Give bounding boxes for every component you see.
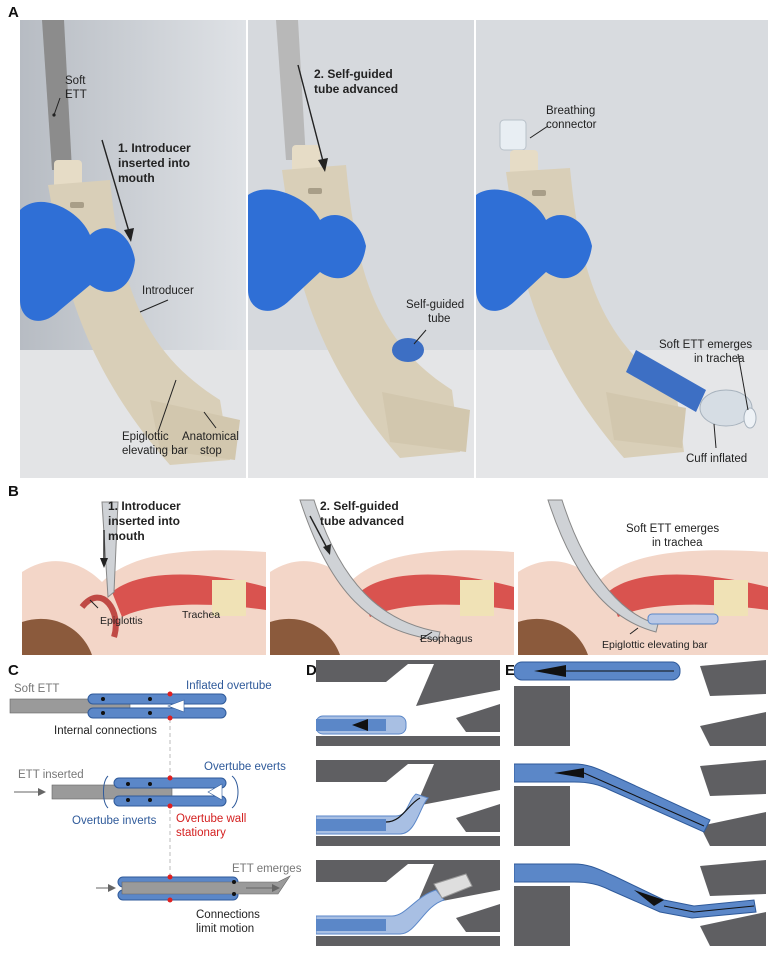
label-b1-step-line2: inserted into: [108, 514, 180, 528]
label-b1-step-line1: 1. Introducer: [108, 499, 181, 513]
label-step1-line2: inserted into: [118, 156, 190, 170]
e-frame-3: [514, 860, 766, 946]
label-soft-ett-line2: ETT: [65, 89, 87, 101]
panel-letter-e: E: [505, 662, 516, 679]
panel-letter-b: B: [8, 483, 19, 500]
illustration-tube-advanced: 2. Self-guided tube advanced Esophagus: [270, 492, 514, 655]
label-step1-line1: 1. Introducer: [118, 141, 191, 155]
label-step2-line1: 2. Self-guided: [314, 67, 393, 81]
label-esophagus: Esophagus: [420, 633, 473, 645]
label-cuff-inflated: Cuff inflated: [686, 453, 747, 465]
label-b2-step-line2: tube advanced: [320, 514, 404, 528]
illustration-ett-emerges: Soft ETT emerges in trachea Epiglottic e…: [518, 492, 768, 655]
label-c-internal-connections: Internal connections: [54, 725, 157, 737]
label-c-connections-line2: limit motion: [196, 923, 254, 935]
label-anatomical-line2: stop: [200, 445, 222, 457]
label-b3-emerges-line1: Soft ETT emerges: [626, 523, 719, 535]
diagram-d-sequence: [316, 660, 500, 950]
label-c-wall-line1: Overtube wall: [176, 813, 246, 825]
diagram-everting-overtube: Soft ETT Inflated overtube Internal conn…: [8, 672, 310, 954]
label-epiglottic-line2: elevating bar: [122, 445, 188, 457]
label-emerges-line1: Soft ETT emerges: [659, 339, 752, 351]
label-emerges-line2: in trachea: [694, 353, 745, 365]
label-anatomical-line1: Anatomical: [182, 431, 239, 443]
label-epiglottic-line1: Epiglottic: [122, 431, 169, 443]
panel-letter-a: A: [8, 4, 19, 21]
diagram-e-sequence: [514, 660, 766, 950]
label-self-guided-line2: tube: [428, 313, 450, 325]
d-frame-2: [316, 760, 500, 846]
label-b2-step-line1: 2. Self-guided: [320, 499, 399, 513]
photo-tube-advanced: 2. Self-guided tube advanced Self-guided…: [248, 20, 474, 478]
label-c-ett-inserted: ETT inserted: [18, 769, 84, 781]
label-b1-step-line3: mouth: [108, 529, 145, 543]
photo-introducer-inserted: Soft ETT 1. Introducer inserted into mou…: [20, 20, 246, 478]
panel-letter-d: D: [306, 662, 317, 679]
e-frame-2: [514, 760, 766, 846]
label-c-overtube-everts: Overtube everts: [204, 761, 286, 773]
label-b3-elevating-bar: Epiglottic elevating bar: [602, 639, 708, 651]
label-introducer: Introducer: [142, 285, 194, 297]
label-self-guided-line1: Self-guided: [406, 299, 464, 311]
label-c-soft-ett: Soft ETT: [14, 683, 59, 695]
panel-letter-c: C: [8, 662, 19, 679]
label-c-connections-line1: Connections: [196, 909, 260, 921]
e-frame-1: [514, 660, 766, 746]
label-b3-emerges-line2: in trachea: [652, 537, 703, 549]
label-step2-line2: tube advanced: [314, 82, 398, 96]
d-frame-3: [316, 860, 500, 946]
label-soft-ett-line1: Soft: [65, 75, 86, 87]
label-epiglottis: Epiglottis: [100, 615, 143, 627]
label-breathing-line2: connector: [546, 119, 597, 131]
label-step1-line3: mouth: [118, 171, 155, 185]
label-trachea: Trachea: [182, 609, 220, 621]
label-breathing-line1: Breathing: [546, 105, 595, 117]
label-c-inflated-overtube: Inflated overtube: [186, 680, 272, 692]
label-c-ett-emerges: ETT emerges: [232, 863, 302, 875]
illustration-introducer: 1. Introducer inserted into mouth Epiglo…: [22, 492, 266, 655]
d-frame-1: [316, 660, 500, 746]
label-c-overtube-inverts: Overtube inverts: [72, 815, 157, 827]
photo-ett-emerges: Breathing connector Soft ETT emerges in …: [476, 20, 768, 478]
label-c-wall-line2: stationary: [176, 827, 226, 839]
